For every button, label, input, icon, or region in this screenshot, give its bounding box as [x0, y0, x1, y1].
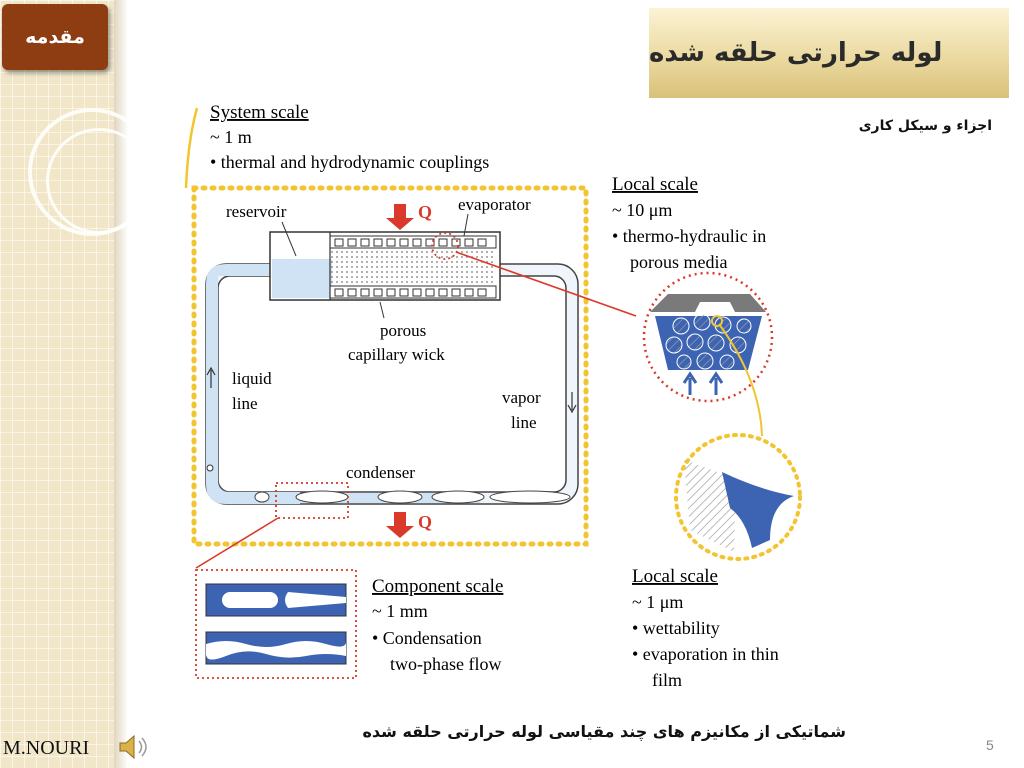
heat-output-arrow	[386, 512, 414, 538]
condenser-label: condenser	[346, 463, 415, 482]
speaker-icon[interactable]	[117, 732, 155, 762]
film-scale-pointer	[718, 323, 763, 437]
local-scale-pointer	[455, 251, 637, 317]
component-scale-heading: Component scale	[372, 576, 503, 597]
component-scale-pointer	[195, 517, 279, 569]
component-scale-box	[195, 569, 357, 679]
condenser-bubbles	[254, 490, 571, 504]
liquid-line-label1: liquid	[232, 369, 272, 388]
vapor-line-label2: line	[511, 413, 537, 432]
component-scale-bullet2: two-phase flow	[390, 654, 501, 674]
slide-caption: شماتیکی از مکانیزم های چند مقیاسی لوله ح…	[362, 722, 846, 741]
evaporator-label: evaporator	[458, 195, 531, 214]
wick-label-line2: capillary wick	[348, 345, 445, 364]
liquid-flow-arrow	[206, 366, 216, 388]
component-slug-flow	[205, 583, 347, 617]
vapor-line-label1: vapor	[502, 388, 541, 407]
porous-media-zoom	[642, 271, 774, 403]
thin-film-zoom	[674, 433, 802, 561]
reservoir-liquid	[272, 259, 332, 298]
local-scale-2-heading: Local scale	[632, 566, 718, 587]
decorative-arc	[28, 108, 156, 236]
wick-porous	[330, 248, 496, 284]
liquid-left-fill	[206, 264, 300, 504]
system-scale-heading: System scale	[210, 102, 309, 123]
component-scale-size: ~ 1 mm	[372, 601, 428, 621]
slide-subheading: اجزاء و سیکل کاری	[858, 118, 992, 134]
liquid-bottom-strip	[262, 493, 480, 503]
condenser-zoom-box	[275, 482, 349, 519]
local-scale-2-bullet2: • evaporation in thin	[632, 644, 779, 664]
reservoir-label: reservoir	[226, 202, 287, 221]
local-scale-2-bullet3: film	[652, 670, 682, 690]
local-scale-2-bullet1: • wettability	[632, 618, 720, 638]
component-scale-bullet1: • Condensation	[372, 628, 482, 648]
author-name: M.NOURI	[3, 737, 90, 759]
evaporator-zoom-circle	[431, 232, 459, 260]
intro-button[interactable]: مقدمه	[2, 4, 108, 70]
page-number: 5	[986, 737, 994, 753]
heat-output-q: Q	[418, 512, 432, 532]
heat-input-arrow	[386, 204, 414, 230]
liquid-line-label2: line	[232, 394, 258, 413]
liquid-bubble	[206, 464, 214, 472]
system-scale-pointer	[184, 107, 199, 189]
local-scale-1-bullet1: • thermo-hydraulic in	[612, 226, 766, 246]
wick-label-line1: porous	[380, 321, 426, 340]
local-scale-1-heading: Local scale	[612, 174, 698, 195]
local-scale-1-size: ~ 10 μm	[612, 200, 672, 220]
decorative-arc	[46, 128, 152, 234]
system-scale-bullet: • thermal and hydrodynamic couplings	[210, 152, 489, 172]
slide-title: لوله حرارتی حلقه شده	[649, 8, 1009, 98]
vapor-flow-arrow	[567, 392, 577, 414]
heat-input-q: Q	[418, 202, 432, 222]
component-stratified-flow	[205, 631, 347, 665]
local-scale-2-size: ~ 1 μm	[632, 592, 683, 612]
vapor-grooves	[334, 238, 487, 297]
system-scale-size: ~ 1 m	[210, 127, 252, 147]
local-scale-1-bullet2: porous media	[630, 252, 727, 272]
system-scale-box	[191, 185, 589, 547]
